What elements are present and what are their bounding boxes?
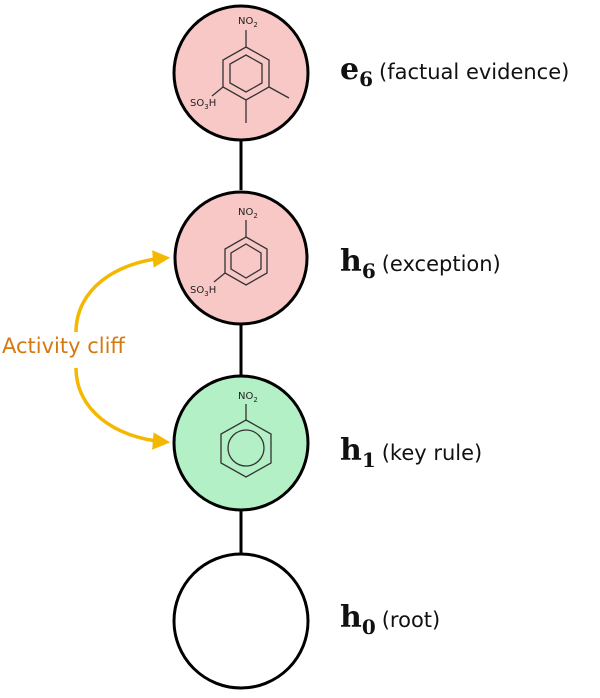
node-h0-symbol: h (340, 600, 362, 635)
node-h1-label: h1(key rule) (340, 433, 483, 472)
node-h0-label: h0(root) (340, 600, 441, 639)
node-h6-description: (exception) (381, 252, 501, 276)
node-h6-subscript: 6 (361, 259, 376, 283)
molecule-h1 (220, 404, 272, 478)
node-h1-description: (key rule) (381, 441, 483, 465)
node-h1-subscript: 1 (361, 448, 376, 472)
node-e6-symbol: e (340, 52, 360, 87)
node-e6-circle (172, 4, 310, 142)
molecule-h6-nitro-label: NO2 (238, 207, 258, 220)
node-e6-description: (factual evidence) (379, 60, 570, 84)
node-h1-circle (172, 374, 310, 512)
node-e6-subscript: 6 (359, 67, 374, 91)
node-h0-description: (root) (381, 608, 441, 632)
cliff-arrow-down (74, 367, 171, 450)
node-h6-label: h6(exception) (340, 244, 501, 283)
node-h6-symbol: h (340, 244, 362, 279)
node-h1-symbol: h (340, 433, 362, 468)
molecule-e6-nitro-label: NO2 (238, 16, 258, 29)
node-h6-circle (173, 190, 309, 326)
molecule-h1-nitro-label: NO2 (238, 391, 258, 404)
activity-cliff-label: Activity cliff (2, 334, 125, 358)
node-h0-circle (172, 552, 310, 690)
molecule-h6-sulfo-label: SO3H (190, 285, 216, 298)
cliff-arrow-up (74, 250, 171, 333)
node-h0-subscript: 0 (361, 615, 376, 639)
node-e6-label: e6(factual evidence) (340, 52, 570, 91)
molecule-e6-sulfo-label: SO3H (190, 98, 216, 111)
molecule-h6 (213, 220, 268, 286)
molecule-e6 (211, 30, 290, 123)
